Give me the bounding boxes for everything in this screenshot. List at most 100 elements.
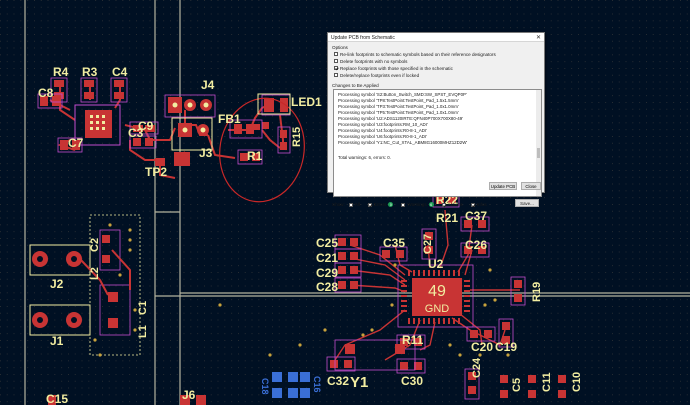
option-relink[interactable]: Re-link footprints to schematic symbols …: [334, 51, 496, 57]
close-icon[interactable]: ✕: [535, 35, 541, 41]
refdes-c2: C2: [89, 238, 101, 252]
option-locked[interactable]: Delete/replace footprints even if locked: [334, 72, 419, 78]
filter-errors[interactable]: Errors 0: [367, 202, 394, 207]
option-replace-footprints-checkbox[interactable]: [334, 66, 338, 70]
refdes-c3: C3: [128, 126, 144, 140]
option-locked-checkbox[interactable]: [334, 73, 338, 77]
change-line: Processing symbol 'Y1:NC_Cut_XTAL_ABM8G1…: [338, 140, 468, 145]
filter-errors-checkbox[interactable]: [367, 202, 372, 207]
changes-list[interactable]: Processing symbol 'S2:Button_Switch_SMD:…: [333, 89, 542, 197]
option-delete-unused-label: Delete footprints with no symbols: [340, 58, 408, 64]
refdes-r15: R15: [291, 127, 303, 147]
refdes-tp2: TP2: [145, 165, 167, 179]
refdes-c35: C35: [383, 236, 405, 250]
change-line: Processing symbol 'U4:footprints:R0-8-1_…: [338, 128, 428, 133]
change-line: Processing symbol 'U3:footprints:RM_10_A…: [338, 122, 428, 127]
options-header: Options: [332, 45, 348, 50]
option-delete-unused-checkbox[interactable]: [334, 59, 338, 63]
option-replace-footprints-label: Replace footprints with those specified …: [340, 65, 453, 71]
show-label: Show:: [332, 202, 345, 207]
j4-connector: [164, 94, 216, 118]
refdes-j4: J4: [201, 78, 215, 92]
change-line: Processing symbol 'TP8:TestPoint:TestPoi…: [338, 98, 459, 103]
courtyards: [37, 77, 291, 165]
refdes-led1: LED1: [291, 95, 322, 109]
refdes-c29: C29: [316, 266, 338, 280]
refdes-r3: R3: [82, 65, 98, 79]
change-line: Processing symbol 'U2:ADS1120IRTE:QFN40P…: [338, 116, 464, 121]
refdes-c28: C28: [316, 280, 338, 294]
backside-parts: [272, 372, 310, 398]
change-summary: Total warnings: 6, errors: 0.: [338, 155, 391, 160]
filter-warnings-checkbox[interactable]: [401, 202, 406, 207]
filter-warnings[interactable]: Warnings 6: [401, 202, 434, 207]
u1-footprint: [74, 104, 121, 146]
refdes-c1: C1: [137, 301, 149, 315]
vias: [93, 223, 510, 357]
save-button[interactable]: Save...: [515, 199, 539, 207]
refdes-u2: U2: [428, 257, 444, 271]
errors-count-badge: 0: [388, 202, 394, 207]
changes-header: Changes to Be Applied: [332, 83, 379, 88]
dialog-titlebar[interactable]: Update PCB from Schematic ✕: [328, 33, 544, 42]
y1-footprint: [334, 339, 416, 371]
refdes-c30: C30: [401, 374, 423, 388]
bottom-left-pads: [48, 395, 206, 405]
refdes-c10: C10: [571, 372, 583, 392]
filter-all-checkbox[interactable]: [348, 202, 353, 207]
refdes-l1: L1: [137, 325, 149, 338]
option-relink-checkbox[interactable]: [334, 52, 338, 56]
refdes-c24: C24: [471, 357, 483, 378]
option-replace-footprints[interactable]: Replace footprints with those specified …: [334, 65, 453, 71]
refdes-c5: C5: [511, 378, 523, 392]
filter-all-label: All: [354, 202, 360, 207]
update-pcb-button[interactable]: Update PCB: [489, 182, 517, 190]
change-line: Processing symbol 'TP3:TestPoint:TestPoi…: [338, 104, 459, 109]
filter-all[interactable]: All: [348, 202, 360, 207]
u2-courtyards: [326, 192, 526, 400]
refdes-r19: R19: [531, 282, 543, 302]
refdes-l2: L2: [89, 267, 101, 280]
refdes-j6: J6: [182, 388, 196, 402]
option-delete-unused[interactable]: Delete footprints with no symbols: [334, 58, 407, 64]
change-line: Processing symbol 'S2:Button_Switch_SMD:…: [338, 92, 467, 97]
u2-passive-pads: [330, 196, 566, 398]
refdes-j1: J1: [50, 334, 64, 348]
filter-actions-checkbox[interactable]: [441, 202, 446, 207]
refdes-c32: C32: [327, 374, 349, 388]
filter-infos[interactable]: Infos: [470, 202, 487, 207]
refdes-c20: C20: [471, 340, 493, 354]
option-relink-label: Re-link footprints to schematic symbols …: [340, 51, 496, 57]
smd-pads: [40, 80, 288, 166]
refdes-c37: C37: [465, 209, 487, 223]
highlight-ellipse: [219, 97, 305, 203]
left-connectors: [29, 244, 91, 336]
refdes-c15: C15: [46, 392, 68, 405]
tp2-pad: [174, 152, 190, 166]
filter-actions[interactable]: Actions: [441, 202, 463, 207]
u2-footprint: [397, 264, 474, 328]
refdes-c25: C25: [316, 236, 338, 250]
left-passives: [79, 214, 141, 356]
refdes-c16: C16: [312, 376, 322, 393]
filter-infos-checkbox[interactable]: [470, 202, 475, 207]
refdes-y1: Y1: [350, 374, 368, 391]
refdes-c11: C11: [541, 372, 553, 392]
update-pcb-dialog: Update PCB from Schematic ✕ Options Re-l…: [327, 32, 545, 207]
filter-row: Show: All Errors 0 Warnings 6 Actions In…: [332, 202, 495, 207]
close-button[interactable]: Close: [521, 182, 541, 190]
refdes-r1: R1: [247, 149, 263, 163]
refdes-c27: C27: [422, 234, 434, 254]
change-line: Processing symbol 'TP5:TestPoint:TestPoi…: [338, 110, 459, 115]
scrollbar-thumb[interactable]: [537, 148, 540, 158]
j3-connector: [171, 117, 213, 151]
changes-scrollbar[interactable]: [536, 90, 541, 196]
u2-pad-net: GND: [425, 303, 450, 315]
filter-warnings-label: Warnings: [407, 202, 427, 207]
u2-pad-number: 49: [428, 283, 446, 300]
warnings-count-badge: 6: [428, 202, 434, 207]
refdes-c18: C18: [260, 378, 270, 395]
refdes-r21: R21: [436, 211, 458, 225]
change-line: Processing symbol 'U6:footprints:R0-8-1_…: [338, 134, 428, 139]
dialog-title: Update PCB from Schematic: [331, 35, 395, 41]
